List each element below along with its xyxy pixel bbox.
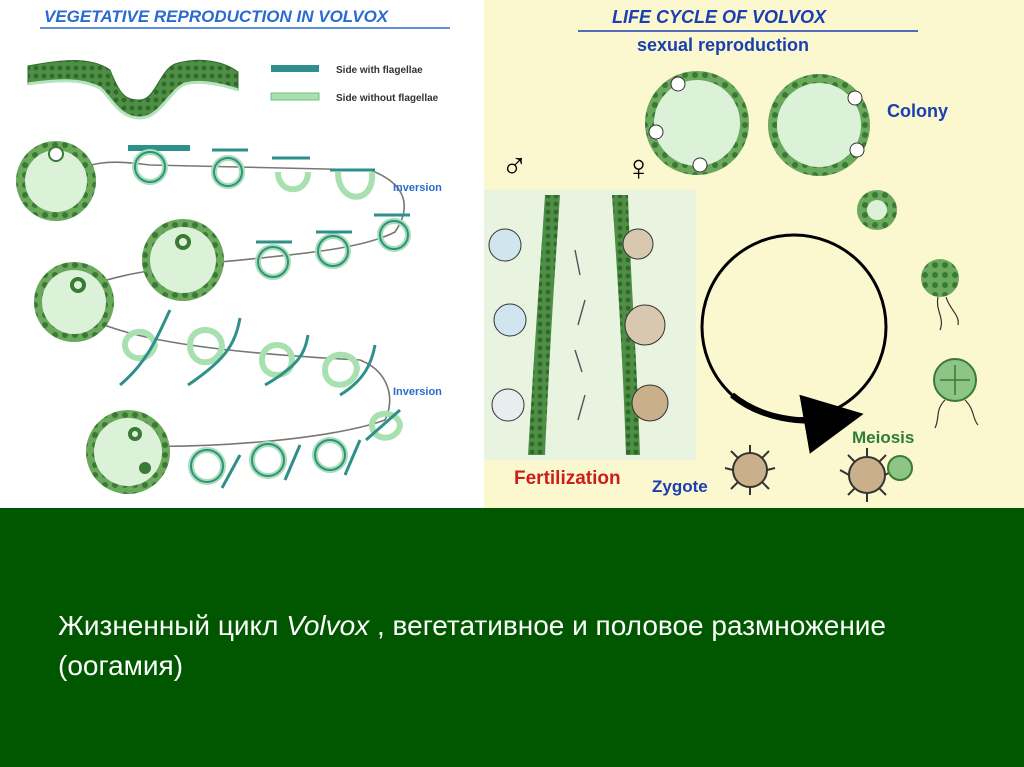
vegetative-title: VEGETATIVE REPRODUCTION IN VOLVOX bbox=[44, 7, 390, 26]
meiosis-label: Meiosis bbox=[852, 428, 914, 447]
inversion-stages-row-2 bbox=[255, 213, 411, 280]
colony-1 bbox=[645, 71, 749, 175]
inversion-stages-row-1 bbox=[128, 145, 376, 200]
parent-colony-3 bbox=[34, 262, 114, 342]
inversion-label-2: Inversion bbox=[393, 386, 442, 398]
legend-no-flagellae-label: Side without flagellae bbox=[336, 93, 439, 104]
parent-colony-4 bbox=[86, 410, 170, 494]
parent-colony-1 bbox=[16, 141, 96, 221]
fertilization-inset bbox=[484, 190, 696, 460]
life-cycle-arrow bbox=[730, 392, 864, 454]
colony-label: Colony bbox=[887, 101, 948, 121]
legend-no-flagellae-swatch bbox=[270, 92, 320, 101]
zygote-label: Zygote bbox=[652, 477, 708, 496]
colony-2 bbox=[768, 74, 870, 176]
germinating-zoospore-2 bbox=[933, 358, 979, 429]
cell-sheet bbox=[27, 59, 239, 120]
caption-before: Жизненный цикл bbox=[58, 610, 287, 641]
male-symbol: ♂ bbox=[501, 145, 528, 186]
legend-flagellae-label: Side with flagellae bbox=[336, 65, 423, 76]
caption-band bbox=[0, 508, 1024, 767]
slide-caption: Жизненный цикл Volvox , вегетативное и п… bbox=[58, 606, 958, 686]
germinating-zoospore-1 bbox=[921, 259, 959, 331]
young-colony bbox=[857, 190, 897, 230]
inversion-stages-row-4 bbox=[188, 408, 404, 489]
caption-after: , вегетативное и половое размножение (оо… bbox=[58, 610, 886, 681]
female-symbol: ♀ bbox=[625, 147, 652, 188]
zygote bbox=[724, 445, 776, 495]
fertilization-label: Fertilization bbox=[514, 468, 621, 489]
inversion-label-1: Inversion bbox=[393, 182, 442, 194]
sexual-title: LIFE CYCLE OF VOLVOX bbox=[612, 7, 827, 27]
life-cycle-circle bbox=[700, 233, 888, 421]
legend-flagellae-swatch bbox=[271, 65, 319, 72]
inversion-stages-row-3 bbox=[119, 309, 377, 397]
caption-genus: Volvox bbox=[286, 610, 370, 641]
zygote-meiosis bbox=[839, 448, 913, 502]
parent-colony-2 bbox=[142, 219, 224, 301]
sexual-subtitle: sexual reproduction bbox=[637, 35, 809, 55]
